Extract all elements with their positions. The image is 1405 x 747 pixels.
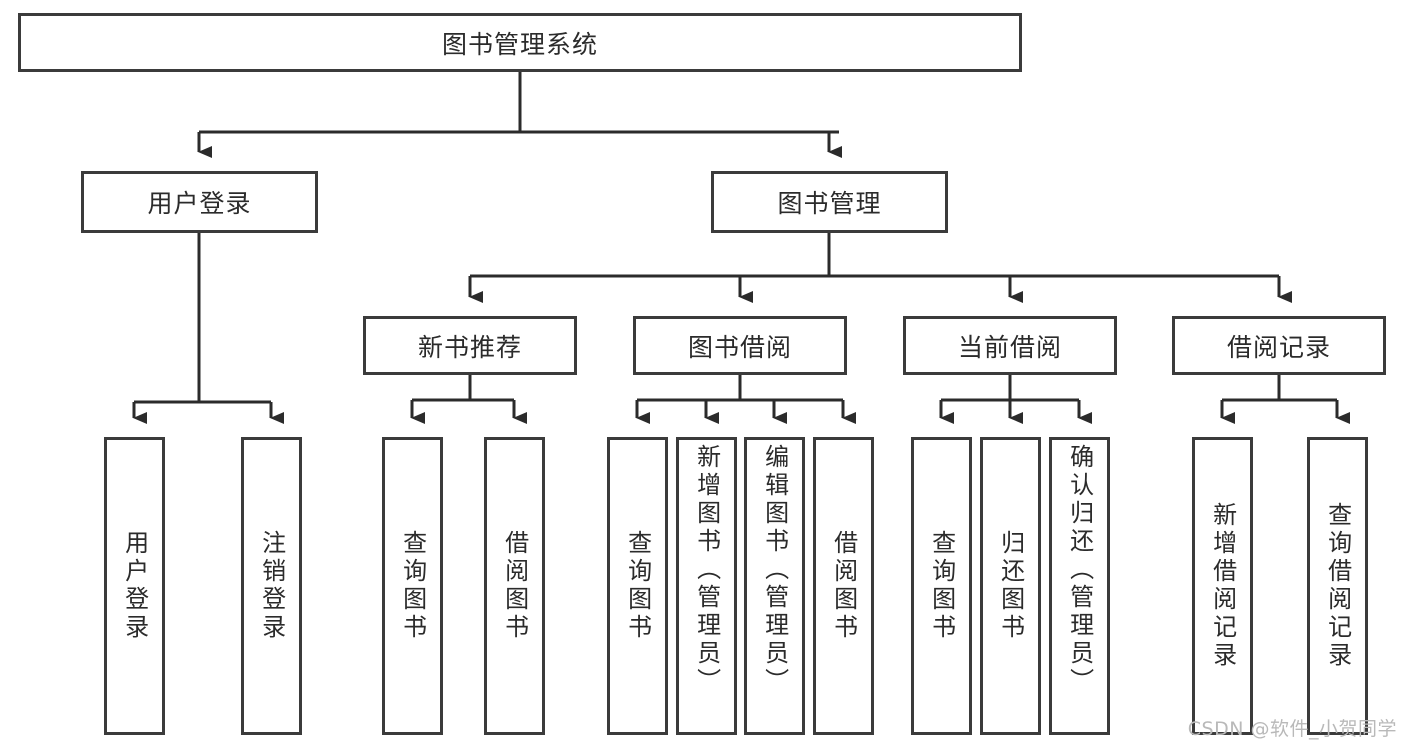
node-label: 查询图书 — [398, 530, 427, 642]
node-label: 用户登录 — [147, 189, 252, 218]
leaf-query-borrow-record[interactable]: 查询借阅记录 — [1307, 437, 1368, 735]
leaf-edit-book[interactable]: 编辑图书（管理员） — [744, 437, 805, 735]
leaf-user-login[interactable]: 用户登录 — [104, 437, 165, 735]
node-label: 当前借阅 — [957, 332, 1062, 362]
leaf-query-book-current[interactable]: 查询图书 — [911, 437, 972, 735]
node-label: 借阅图书 — [829, 530, 858, 642]
node-user-login[interactable]: 用户登录 — [81, 171, 318, 233]
node-borrow-record[interactable]: 借阅记录 — [1172, 316, 1386, 375]
node-label: 借阅记录 — [1226, 332, 1331, 362]
node-label: 编辑图书（管理员） — [760, 444, 789, 696]
node-label: 查询借阅记录 — [1323, 502, 1352, 670]
leaf-logout-login[interactable]: 注销登录 — [241, 437, 302, 735]
leaf-query-book-borrow[interactable]: 查询图书 — [607, 437, 668, 735]
node-label: 注销登录 — [257, 530, 286, 642]
node-label: 用户登录 — [120, 530, 149, 642]
node-label: 确认归还（管理员） — [1065, 444, 1094, 696]
node-label: 借阅图书 — [500, 530, 529, 642]
csdn-watermark: CSDN @软件_小贺同学 — [1187, 718, 1397, 740]
node-book-borrow[interactable]: 图书借阅 — [633, 316, 847, 375]
leaf-add-borrow-record[interactable]: 新增借阅记录 — [1192, 437, 1253, 735]
leaf-borrow-book-recommend[interactable]: 借阅图书 — [484, 437, 545, 735]
node-label: 新增借阅记录 — [1208, 502, 1237, 670]
node-label: 图书借阅 — [687, 332, 792, 362]
node-label: 归还图书 — [996, 530, 1025, 642]
node-label: 图书管理系统 — [441, 29, 598, 59]
leaf-borrow-book-borrow[interactable]: 借阅图书 — [813, 437, 874, 735]
leaf-add-book[interactable]: 新增图书（管理员） — [676, 437, 737, 735]
leaf-confirm-return[interactable]: 确认归还（管理员） — [1049, 437, 1110, 735]
node-new-book-recommend[interactable]: 新书推荐 — [363, 316, 577, 375]
node-root-book-management-system[interactable]: 图书管理系统 — [18, 13, 1022, 72]
node-book-management[interactable]: 图书管理 — [711, 171, 948, 233]
node-current-borrow[interactable]: 当前借阅 — [903, 316, 1117, 375]
node-label: 图书管理 — [777, 189, 882, 218]
node-label: 查询图书 — [927, 530, 956, 642]
leaf-query-book-recommend[interactable]: 查询图书 — [382, 437, 443, 735]
node-label: 新增图书（管理员） — [692, 444, 721, 696]
node-label: 新书推荐 — [417, 332, 522, 362]
leaf-return-book[interactable]: 归还图书 — [980, 437, 1041, 735]
node-label: 查询图书 — [623, 530, 652, 642]
